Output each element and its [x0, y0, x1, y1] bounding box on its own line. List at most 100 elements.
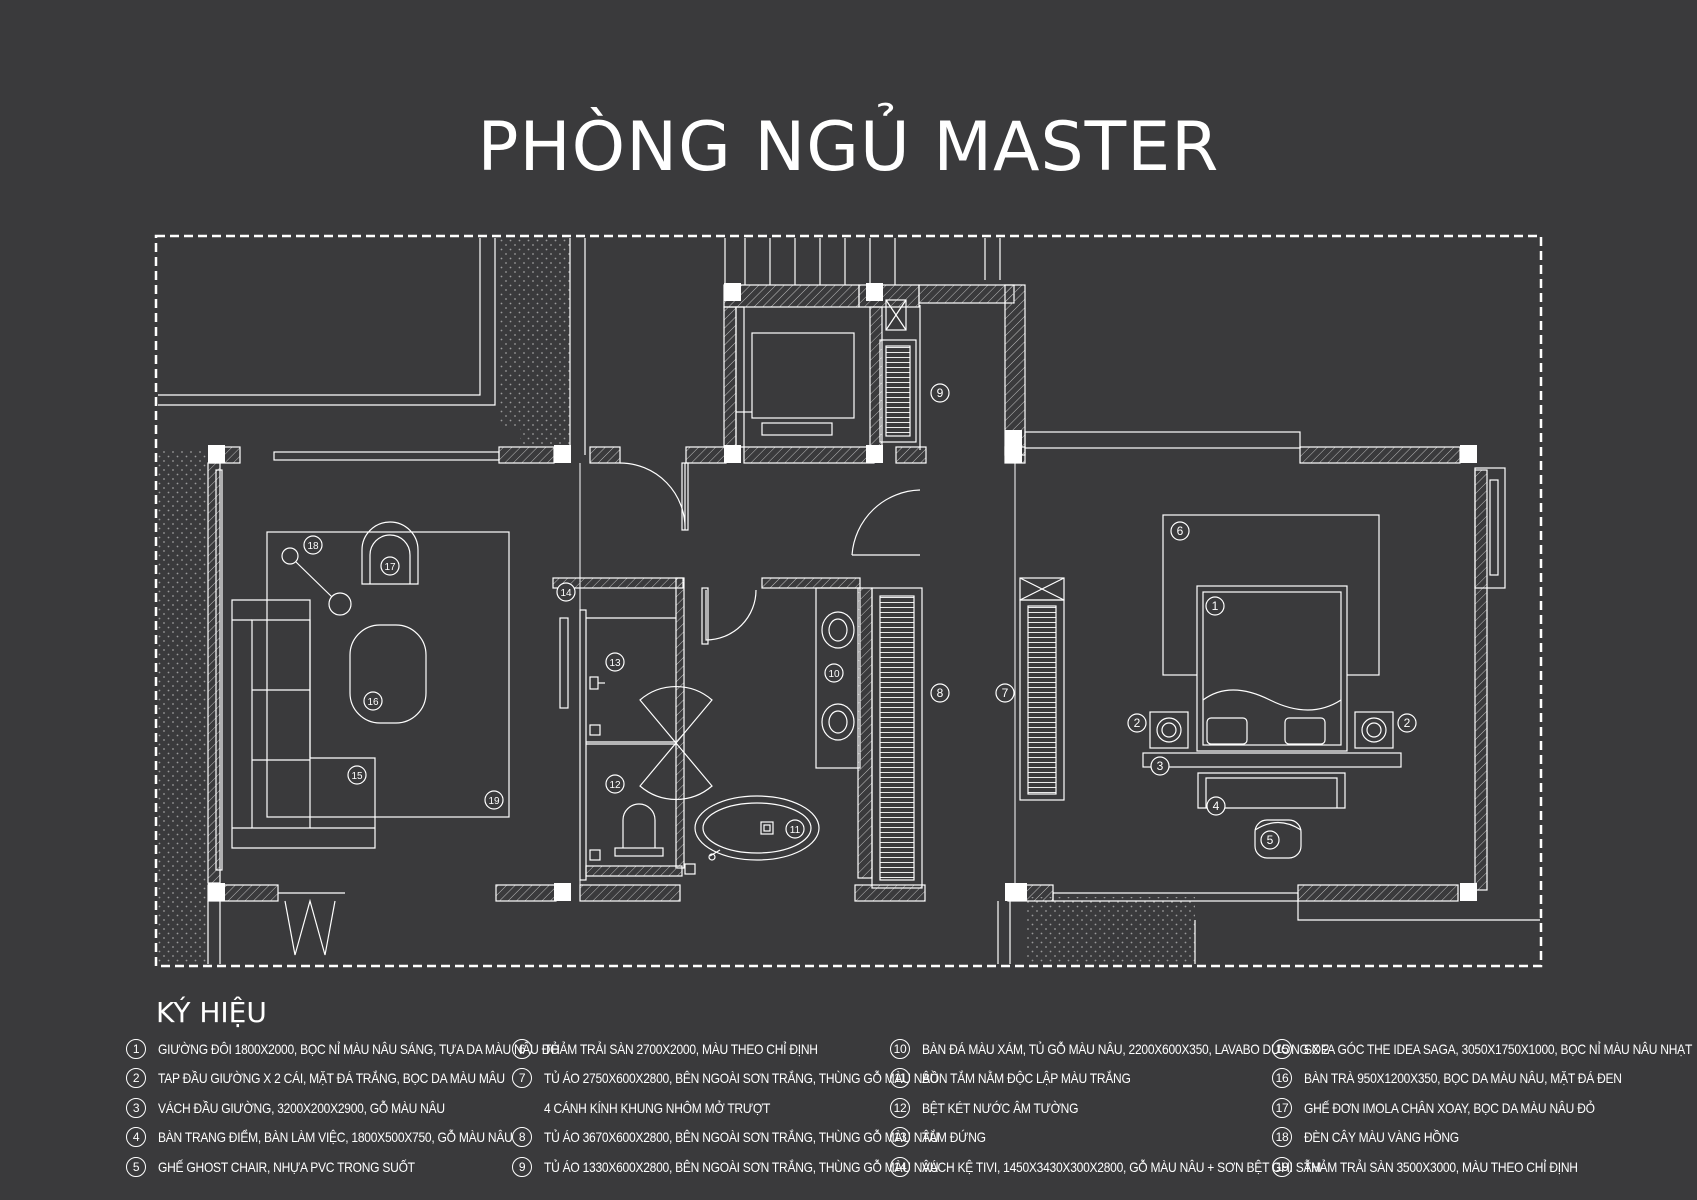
plan-marker-label: 18 [307, 541, 319, 552]
legend-text: GHẾ ĐƠN IMOLA CHÂN XOAY, BỌC DA MÀU NÂU … [1304, 1099, 1595, 1116]
legend-text: 4 CÁNH KÍNH KHUNG NHÔM MỞ TRƯỢT [544, 1099, 771, 1116]
plan-marker-10: 10 [824, 663, 844, 683]
plan-marker-label: 9 [937, 386, 944, 400]
plan-marker-13: 13 [605, 652, 625, 672]
plan-marker-2: 2 [1397, 713, 1417, 733]
legend-number: 16 [1272, 1068, 1292, 1089]
legend-number: 12 [890, 1097, 910, 1118]
plan-marker-label: 3 [1157, 759, 1164, 773]
legend-text: THẢM TRẢI SÀN 2700X2000, MÀU THEO CHỈ ĐỊ… [544, 1040, 818, 1057]
plan-marker-label: 5 [1267, 833, 1274, 847]
plan-marker-12: 12 [605, 774, 625, 794]
legend-item: 11 BỒN TẮM NẰM ĐỘC LẬP MÀU TRẮNG [890, 1064, 1395, 1094]
legend-item: 6 THẢM TRẢI SÀN 2700X2000, MÀU THEO CHỈ Đ… [512, 1034, 1003, 1064]
legend-number: 11 [890, 1068, 910, 1089]
plan-marker-label: 14 [560, 588, 572, 599]
plan-marker-label: 2 [1134, 716, 1141, 730]
legend-text: BÀN TRANG ĐIỂM, BÀN LÀM VIỆC, 1800X500X7… [158, 1129, 513, 1146]
legend-text: VÁCH KỆ TIVI, 1450X3430X300X2800, GỖ MÀU… [922, 1158, 1322, 1175]
planter-area [158, 450, 208, 964]
plan-marker-16: 16 [363, 691, 383, 711]
legend-number: 8 [512, 1127, 532, 1148]
legend-item: 4 BÀN TRANG ĐIỂM, BÀN LÀM VIỆC, 1800X500X… [126, 1123, 625, 1153]
plan-marker-8: 8 [930, 683, 950, 703]
legend-item: 10 BÀN ĐÁ MÀU XÁM, TỦ GỖ MÀU NÂU, 2200X60… [890, 1034, 1395, 1064]
legend-number: 19 [1272, 1156, 1292, 1177]
plan-marker-18: 18 [303, 535, 323, 555]
legend-title: KÝ HIỆU [156, 996, 267, 1029]
legend-column-3: 10 BÀN ĐÁ MÀU XÁM, TỦ GỖ MÀU NÂU, 2200X60… [890, 1034, 1395, 1182]
site-boundary [154, 234, 1543, 968]
sofa [231, 599, 376, 849]
rug-19 [266, 531, 510, 818]
legend-text: BÀN TRÀ 950X1200X350, BỌC DA MÀU NÂU, MẶ… [1304, 1070, 1622, 1087]
legend-number: 17 [1272, 1097, 1292, 1118]
planter-area [498, 238, 570, 455]
plan-marker-19: 19 [484, 790, 504, 810]
plan-marker-label: 8 [937, 686, 944, 700]
legend-text: TỦ ÁO 2750X600X2800, BÊN NGOÀI SƠN TRẮNG… [544, 1070, 939, 1087]
plan-marker-2: 2 [1127, 713, 1147, 733]
legend-text: TẮM ĐỨNG [922, 1129, 986, 1146]
plan-marker-label: 16 [367, 697, 379, 708]
legend-column-2: 6 THẢM TRẢI SÀN 2700X2000, MÀU THEO CHỈ Đ… [512, 1034, 1003, 1182]
legend-item: 14 VÁCH KỆ TIVI, 1450X3430X300X2800, GỖ M… [890, 1152, 1395, 1182]
plan-marker-11: 11 [785, 819, 805, 839]
legend-item: 18 ĐÈN CÂY MÀU VÀNG HỒNG [1272, 1123, 1697, 1153]
plan-marker-label: 7 [1002, 686, 1009, 700]
legend-text: VÁCH ĐẦU GIƯỜNG, 3200X200X2900, GỖ MÀU N… [158, 1099, 445, 1116]
legend-item: 19 THẢM TRẢI SÀN 3500X3000, MÀU THEO CHỈ … [1272, 1152, 1697, 1182]
legend-number: 18 [1272, 1127, 1292, 1148]
legend-number: 1 [126, 1038, 146, 1059]
legend-item: 3 VÁCH ĐẦU GIƯỜNG, 3200X200X2900, GỖ MÀU … [126, 1093, 625, 1123]
plan-marker-label: 4 [1213, 799, 1220, 813]
plan-marker-6: 6 [1170, 521, 1190, 541]
legend-text: THẢM TRẢI SÀN 3500X3000, MÀU THEO CHỈ ĐỊ… [1304, 1158, 1578, 1175]
legend-item: 1 GIƯỜNG ĐÔI 1800X2000, BỌC NỈ MÀU NÂU SÁ… [126, 1034, 625, 1064]
staircase [724, 238, 1001, 285]
legend-text: BỆT KÉT NƯỚC ÂM TƯỜNG [922, 1099, 1079, 1116]
legend-item: 13 TẮM ĐỨNG [890, 1123, 1395, 1153]
coffee-table [349, 624, 427, 724]
plan-marker-label: 6 [1177, 524, 1184, 538]
plan-marker-5: 5 [1260, 830, 1280, 850]
legend-number: 14 [890, 1156, 910, 1177]
legend-column-1: 1 GIƯỜNG ĐÔI 1800X2000, BỌC NỈ MÀU NÂU SÁ… [126, 1034, 625, 1182]
legend-number: 2 [126, 1068, 146, 1089]
legend-number: 4 [126, 1127, 146, 1148]
legend-text: BỒN TẮM NẰM ĐỘC LẬP MÀU TRẮNG [922, 1070, 1131, 1087]
legend-number: 5 [126, 1156, 146, 1177]
legend-text: ĐÈN CÂY MÀU VÀNG HỒNG [1304, 1129, 1459, 1146]
plan-marker-7: 7 [995, 683, 1015, 703]
plan-marker-label: 15 [351, 771, 363, 782]
legend-text: GIƯỜNG ĐÔI 1800X2000, BỌC NỈ MÀU NÂU SÁN… [158, 1040, 560, 1057]
planter-area [1025, 897, 1195, 964]
legend-number: 6 [512, 1038, 532, 1059]
plan-marker-label: 13 [609, 658, 621, 669]
legend-number: 9 [512, 1156, 532, 1177]
plan-marker-1: 1 [1205, 596, 1225, 616]
legend-number: 3 [126, 1097, 146, 1118]
legend-item: 16 BÀN TRÀ 950X1200X350, BỌC DA MÀU NÂU, … [1272, 1064, 1697, 1094]
legend-item: 4 CÁNH KÍNH KHUNG NHÔM MỞ TRƯỢT [512, 1093, 1003, 1123]
legend-text: BÀN ĐÁ MÀU XÁM, TỦ GỖ MÀU NÂU, 2200X600X… [922, 1040, 1330, 1057]
columns [208, 283, 1477, 901]
legend-number: 10 [890, 1038, 910, 1059]
plan-marker-9: 9 [930, 383, 950, 403]
plan-marker-17: 17 [380, 556, 400, 576]
plan-marker-3: 3 [1150, 756, 1170, 776]
plan-marker-label: 11 [790, 825, 801, 836]
legend-number: 13 [890, 1127, 910, 1148]
plan-marker-label: 19 [488, 796, 500, 807]
plan-marker-label: 12 [609, 780, 621, 791]
legend-item: 17 GHẾ ĐƠN IMOLA CHÂN XOAY, BỌC DA MÀU NÂ… [1272, 1093, 1697, 1123]
